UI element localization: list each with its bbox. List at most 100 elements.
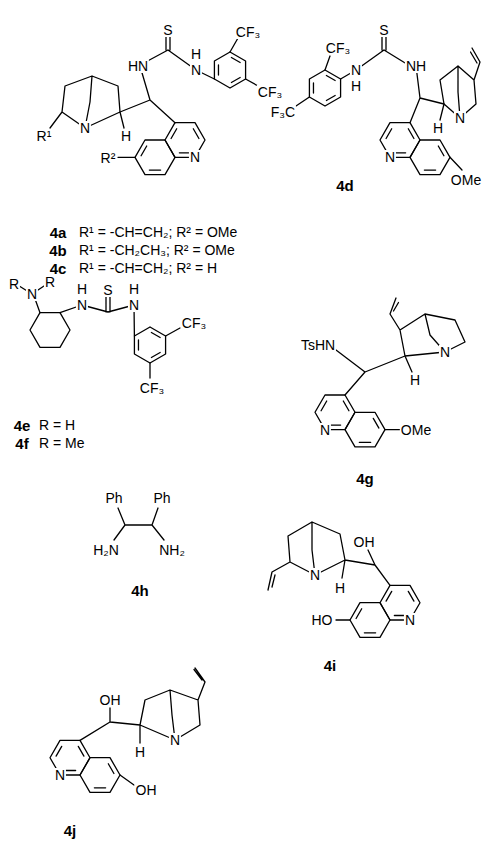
atom-label: S [102,283,113,297]
atom-label: H [128,282,140,296]
atom-label: N [169,733,181,747]
atom-label: R [8,277,20,291]
double-bond-line [359,442,370,443]
compound-label: 4f [14,436,29,451]
atom-label: H [334,581,346,595]
double-bond-line [424,169,435,170]
bond-line [268,522,390,620]
double-bond-line [386,129,392,139]
ring-outline [410,140,450,175]
double-bond-line [231,77,240,82]
atom-label: N [190,63,202,77]
double-bond-line [343,401,349,411]
atom-label: F₃C [270,105,296,119]
double-bond-line [231,57,240,62]
double-bond-line [138,340,139,350]
bond-lines [16,36,480,785]
compound-label: 4h [130,583,150,598]
atom-label: CF₃ [235,25,261,39]
atom-label: CF₃ [325,41,351,55]
double-bond-line [373,418,379,428]
compound-label: 4e [13,418,32,433]
atom-label: N [439,345,451,359]
double-bond-line [364,632,375,633]
ring-bonds [30,52,450,792]
atom-label: Ph [104,491,123,505]
atom-label: N [26,287,38,301]
atom-label: R¹ = -CH₂CH₃; R² = OMe [78,243,236,257]
double-bond-line [108,764,114,774]
atom-label: CF₃ [139,381,165,395]
atom-label: OMe [450,173,482,187]
atom-label: R¹ [36,129,53,143]
atom-label: R = H [38,418,76,432]
atom-label: H [76,282,88,296]
atom-label: OMe [400,423,432,437]
atom-label: HO [311,613,334,627]
compound-label: 4c [49,261,68,276]
atom-label: H [134,745,146,759]
ring-outline [345,412,385,447]
double-bond-line [56,746,62,756]
atom-label: H [432,121,444,135]
double-bond-line [313,83,314,93]
atom-label: R¹ = -CH=CH₂; R² = OMe [78,225,238,239]
bond-line [114,508,164,540]
compound-label: 4d [335,178,355,193]
double-bond-line [326,75,335,80]
bond-line [16,282,180,378]
double-bond-line [408,591,414,601]
double-bond-line [193,129,199,139]
double-bond-line [438,146,444,156]
double-bond-line [356,609,362,619]
compound-label: 4a [49,225,68,240]
atom-label: CF₃ [181,316,207,330]
atom-label: R = Me [38,436,86,450]
atom-label: N [309,568,321,582]
atom-label: R¹ = -CH=CH₂; R² = H [78,261,218,275]
atom-label: N [350,63,362,77]
atom-label: N [454,111,466,125]
atom-label: NH [405,59,427,73]
compound-label: 4j [63,823,78,838]
double-bond-line [151,332,160,337]
atom-label: S [378,23,389,37]
atom-label: OH [99,693,122,707]
ring-outline [214,52,245,88]
atom-label: R² [100,151,117,165]
double-bond-line [218,65,219,75]
double-bond-line [151,352,160,357]
compound-label: 4i [323,658,338,673]
atom-label: OH [353,535,376,549]
atom-label: N [319,423,331,437]
atom-label: CF₃ [257,85,283,99]
double-bond-line [326,95,335,100]
atom-label: H₂N [92,543,120,557]
double-bond-line [321,401,327,411]
atom-label: N [54,768,66,782]
double-bond-line [171,129,177,139]
double-bond-line [394,152,405,153]
atom-label: NH₂ [158,543,186,557]
atom-label: N [384,150,396,164]
atom-label: N [76,298,88,312]
atom-label: Ph [152,491,171,505]
atom-label: N [404,613,416,627]
ring-outline [135,140,175,175]
double-bond-line [78,746,84,756]
atom-label: R [44,275,56,289]
atom-label: H [409,373,421,387]
ring-outline [80,758,120,793]
atom-label: N [79,121,91,135]
bond-line [296,36,444,123]
bond-line [336,298,465,430]
ring-outline [134,327,165,363]
double-bond-line [141,146,147,156]
double-bond-line [94,787,105,788]
atom-label: N [128,298,140,312]
atom-label: H [120,129,132,143]
atom-label: H [350,79,362,93]
atom-label: OH [135,783,158,797]
bond-line [440,48,480,170]
